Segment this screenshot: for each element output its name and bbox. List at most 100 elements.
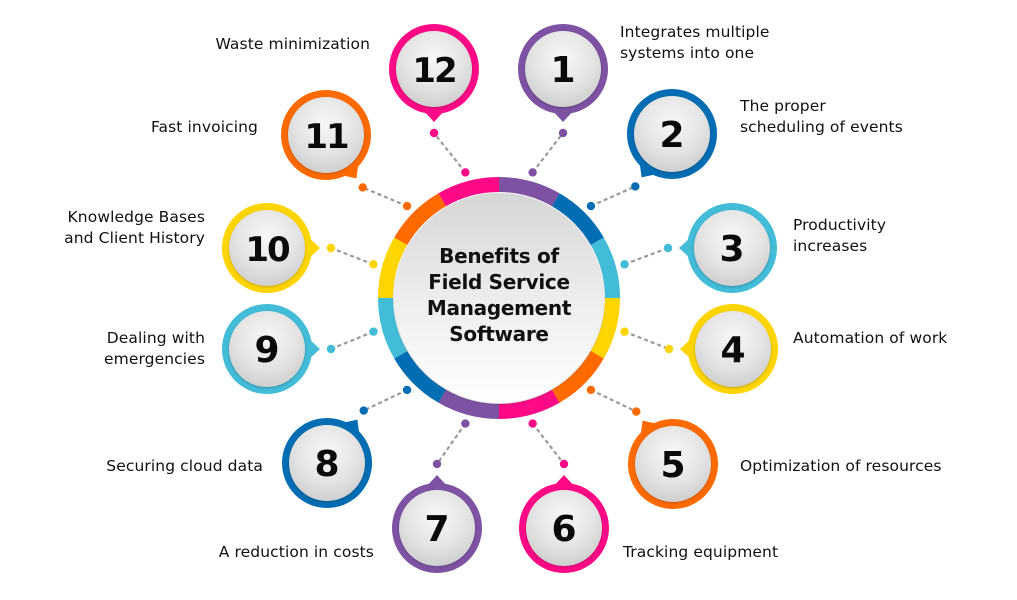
badge-disc (525, 31, 601, 107)
badge-number: 9 (254, 330, 279, 371)
benefit-badge-1: 1 (518, 24, 608, 122)
benefit-badge-11: 11 (281, 90, 371, 180)
benefit-badge-8: 8 (282, 418, 372, 508)
connector-dot (359, 406, 368, 415)
badge-number: 3 (719, 229, 744, 270)
benefit-badge-5: 5 (628, 419, 718, 509)
connector-dot (663, 243, 673, 253)
badge-disc (695, 311, 771, 387)
badge-number: 11 (304, 117, 348, 157)
badge-disc (289, 425, 365, 501)
benefit-label-10: Knowledge Bases and Client History (64, 208, 205, 247)
connector-dot (559, 459, 569, 469)
connector-line (531, 132, 564, 174)
connector-dot (402, 385, 412, 395)
badge-number: 4 (720, 330, 745, 371)
ring-segment (552, 351, 604, 403)
benefit-label-5: Optimization of resources (740, 457, 942, 475)
ring-segment (438, 389, 499, 419)
connector-dot (528, 419, 537, 428)
badge-number: 1 (550, 50, 575, 91)
connector-dot (586, 201, 596, 211)
connector-dot (632, 407, 641, 416)
badge-disc (288, 97, 364, 173)
center-title: Benefits of Field Service Management Sof… (426, 244, 572, 346)
connector-dot (664, 344, 674, 354)
benefit-label-6: Tracking equipment (623, 543, 779, 561)
benefit-label-1: Integrates multiple systems into one (620, 23, 770, 62)
ring-segment (499, 389, 560, 419)
badge-disc (229, 210, 305, 286)
ring-segment (394, 351, 446, 403)
benefit-badge-10: 10 (222, 203, 320, 293)
ring-segment (499, 177, 560, 207)
badge-number: 7 (424, 509, 449, 550)
badge-number: 2 (659, 115, 684, 156)
connector-line (362, 186, 408, 208)
connector-dot (358, 183, 367, 192)
badge-disc (634, 96, 710, 172)
benefit-badge-4: 4 (680, 304, 778, 394)
badge-disc (229, 311, 305, 387)
connector-line (590, 185, 636, 208)
connector-line (330, 330, 374, 351)
badge-disc (635, 426, 711, 502)
badge-number: 12 (412, 51, 455, 91)
connector-line (590, 388, 637, 413)
badge-disc (399, 490, 475, 566)
connector-dot (429, 128, 439, 138)
connector-dot (620, 260, 629, 269)
connector-line (363, 388, 408, 412)
connector-dot (461, 419, 470, 428)
benefit-label-3: Productivity increases (793, 216, 887, 255)
ring-segment (552, 193, 604, 245)
connector-dot (586, 385, 596, 395)
connector-dot (461, 168, 470, 177)
benefit-label-11: Fast invoicing (150, 118, 258, 136)
benefit-label-9: Dealing with emergencies (103, 329, 205, 368)
connector-dot (402, 201, 412, 211)
benefit-badge-9: 9 (222, 304, 320, 394)
badge-number: 5 (660, 445, 685, 486)
connector-dot (528, 168, 537, 177)
connector-line (330, 246, 374, 266)
badge-disc (526, 490, 602, 566)
connector-dot (631, 182, 640, 191)
connector-line (436, 422, 467, 465)
connectors-layer (326, 128, 674, 469)
connector-dot (369, 260, 378, 269)
benefit-label-12: Waste minimization (215, 35, 370, 53)
benefit-label-7: A reduction in costs (218, 543, 374, 561)
connector-dot (326, 344, 336, 354)
connector-dot (369, 327, 378, 336)
ring-segment (590, 237, 620, 298)
ring-segment (377, 237, 408, 298)
connector-dot (558, 128, 568, 138)
connector-dot (326, 243, 336, 253)
badge-number: 6 (551, 509, 576, 550)
ring-segment (394, 193, 446, 245)
center-disc (394, 193, 604, 403)
ring-segment (590, 298, 620, 359)
connector-line (624, 330, 670, 351)
ring-segment (377, 298, 408, 359)
benefit-badge-7: 7 (392, 475, 482, 573)
benefit-badge-3: 3 (679, 203, 777, 293)
benefit-label-8: Securing cloud data (106, 457, 263, 475)
center-ring (377, 177, 620, 419)
benefit-badge-12: 12 (389, 24, 479, 122)
connector-line (433, 132, 467, 174)
badge-disc (694, 210, 770, 286)
connector-dot (620, 327, 629, 336)
ring-segment (438, 177, 499, 207)
badge-disc (396, 31, 472, 107)
badge-number: 8 (314, 444, 339, 485)
badge-number: 10 (245, 230, 290, 270)
connector-line (531, 422, 565, 465)
benefit-badge-6: 6 (519, 475, 609, 573)
benefit-label-4: Automation of work (793, 329, 948, 347)
connector-line (624, 246, 669, 266)
benefit-badge-2: 2 (627, 89, 717, 179)
